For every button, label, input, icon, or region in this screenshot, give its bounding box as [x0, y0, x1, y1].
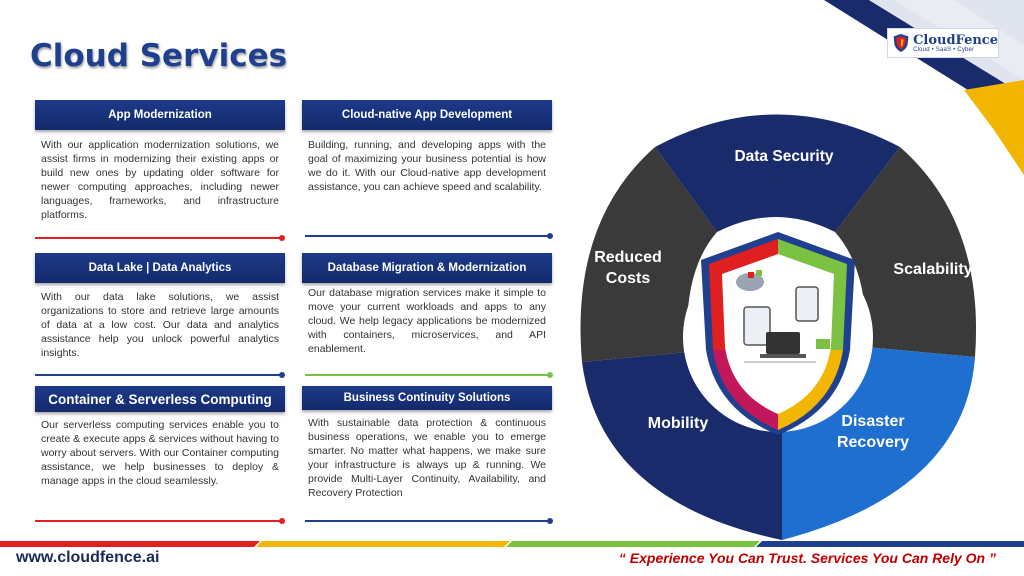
services-wheel: Data Security Scalability Disaster Recov… — [580, 114, 977, 540]
card-title: Cloud-native App Development — [302, 100, 552, 130]
card-container-serverless: Container & Serverless Computing Our ser… — [35, 386, 285, 488]
card-description: With our application modernization solut… — [41, 139, 279, 221]
card-title: App Modernization — [35, 100, 285, 130]
label-mobility: Mobility — [648, 415, 709, 432]
card-title: Container & Serverless Computing — [35, 386, 285, 412]
divider-line — [35, 235, 285, 241]
divider-line — [35, 372, 285, 378]
page-title: Cloud Services — [30, 38, 288, 74]
footer-color-bar — [0, 541, 1024, 547]
label-data-security: Data Security — [734, 148, 833, 165]
company-logo[interactable]: CloudFence Cloud • SaaS • Cyber — [887, 28, 999, 58]
label-reduced-costs-line1: Reduced — [594, 249, 662, 266]
label-scalability: Scalability — [893, 261, 972, 278]
card-database-migration: Database Migration & Modernization Our d… — [302, 253, 552, 356]
logo-name: CloudFence — [913, 32, 998, 48]
shield-logo-icon — [893, 33, 909, 53]
segment-disaster-recovery — [782, 347, 975, 540]
divider-line — [305, 372, 553, 378]
divider-line — [305, 233, 553, 239]
card-data-lake: Data Lake | Data Analytics With our data… — [35, 253, 285, 360]
card-title: Database Migration & Modernization — [302, 253, 552, 283]
divider-line — [35, 518, 285, 524]
logo-tagline: Cloud • SaaS • Cyber — [913, 46, 975, 53]
card-business-continuity: Business Continuity Solutions With susta… — [302, 386, 552, 500]
label-reduced-costs-line2: Costs — [606, 270, 651, 287]
card-description: Our serverless computing services enable… — [41, 419, 279, 487]
card-description: With our data lake solutions, we assist … — [41, 291, 279, 359]
website-link[interactable]: www.cloudfence.ai — [16, 549, 160, 566]
card-cloud-native: Cloud-native App Development Building, r… — [302, 100, 552, 194]
label-disaster-recovery-line1: Disaster — [841, 413, 904, 430]
tagline-quote: “ Experience You Can Trust. Services You… — [618, 550, 996, 566]
card-description: Our database migration services make it … — [308, 287, 546, 355]
card-description: Building, running, and developing apps w… — [308, 139, 546, 193]
divider-line — [305, 518, 553, 524]
card-description: With sustainable data protection & conti… — [308, 417, 546, 499]
card-title: Data Lake | Data Analytics — [35, 253, 285, 283]
segment-scalability — [835, 147, 977, 357]
card-app-modernization: App Modernization With our application m… — [35, 100, 285, 222]
label-disaster-recovery-line2: Recovery — [837, 434, 909, 451]
devices-icon — [736, 270, 830, 363]
card-title: Business Continuity Solutions — [302, 386, 552, 410]
